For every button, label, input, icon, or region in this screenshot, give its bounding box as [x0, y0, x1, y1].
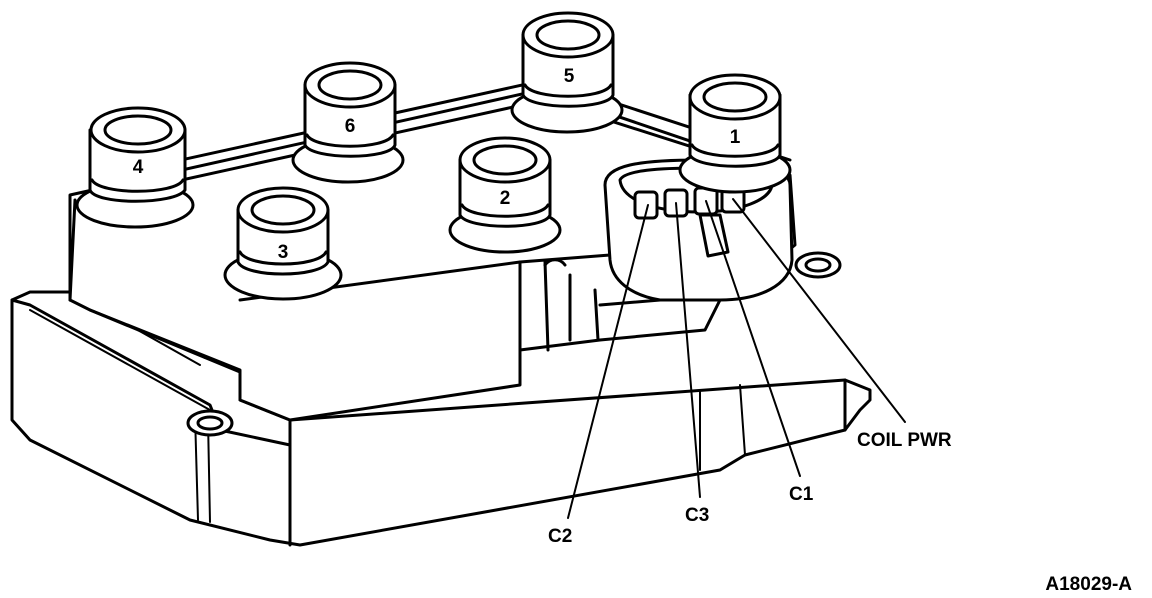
coil-pwr-label: COIL PWR	[857, 430, 952, 451]
tower-1-number: 1	[730, 127, 741, 148]
tower-5-number: 5	[564, 66, 575, 87]
leader-line-c1	[705, 200, 801, 477]
leader-line-c2	[567, 204, 649, 519]
tower-3-number: 3	[278, 242, 289, 263]
tower-6-number: 6	[345, 116, 356, 137]
c1-label: C1	[789, 484, 814, 505]
tower-2-number: 2	[500, 188, 511, 209]
figure-id: A18029-A	[1045, 574, 1132, 595]
tower-3	[223, 186, 343, 301]
tower-1	[678, 73, 792, 194]
tower-2	[448, 136, 562, 254]
leader-lines	[567, 198, 906, 519]
tower-4	[75, 106, 195, 229]
leader-line-coil-pwr	[732, 198, 906, 423]
connector-pin-c2	[633, 190, 659, 220]
tower-5	[510, 11, 624, 134]
c3-label: C3	[685, 505, 709, 526]
c2-label: C2	[548, 526, 572, 547]
tower-6	[291, 61, 405, 184]
tower-4-number: 4	[133, 157, 144, 178]
leader-line-c3	[675, 202, 701, 498]
